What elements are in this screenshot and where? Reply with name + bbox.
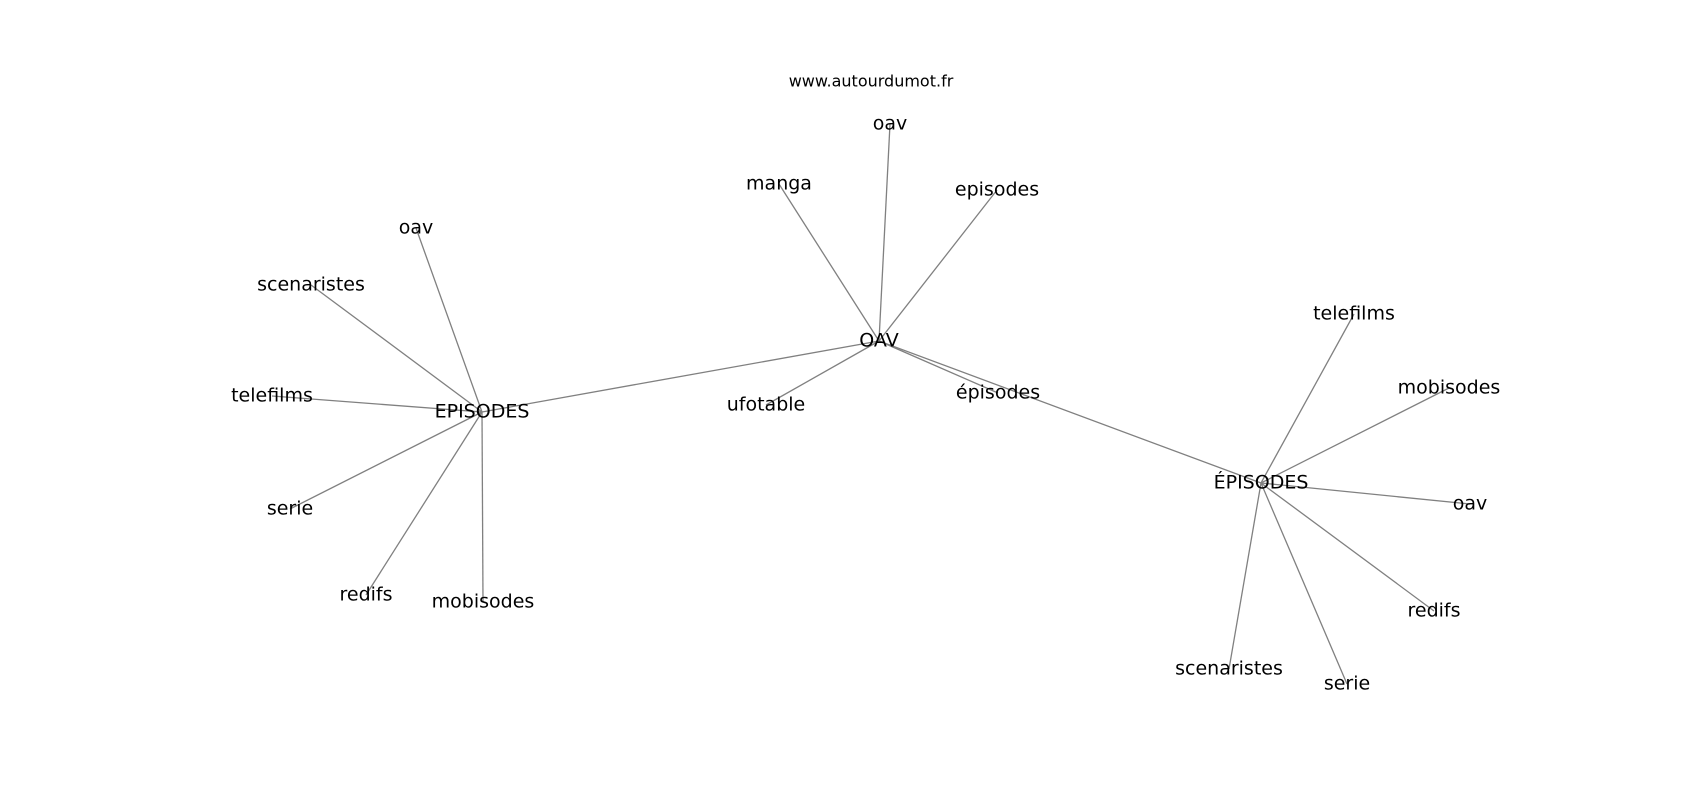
edge-oav_center-manga xyxy=(778,183,880,342)
node-l-serie: serie xyxy=(267,498,313,520)
nodes-layer: OAV EPISODES ÉPISODES oav manga episodes ufota… xyxy=(231,113,1500,695)
edge-episodes_left-l_redifs xyxy=(365,411,483,596)
node-l-mobisodes: mobisodes xyxy=(432,591,535,613)
node-episodes-accent: épisodes xyxy=(956,382,1040,404)
edge-episodes_left-l_serie xyxy=(289,411,483,510)
edge-oav_center-episodes_right xyxy=(878,340,1262,484)
node-l-redifs: redifs xyxy=(339,584,392,606)
node-manga: manga xyxy=(746,173,812,195)
edge-oav_center-episodes_left xyxy=(481,340,880,413)
node-episodes-right: ÉPISODES xyxy=(1214,471,1309,494)
node-episodes-left: EPISODES xyxy=(435,401,530,423)
node-r-redifs: redifs xyxy=(1407,600,1460,622)
edges-layer xyxy=(271,123,1471,685)
node-l-oav: oav xyxy=(399,217,434,239)
node-oav-top: oav xyxy=(873,113,908,135)
node-l-telefilms: telefilms xyxy=(231,385,313,407)
node-episodes-top: episodes xyxy=(955,179,1039,201)
node-r-telefilms: telefilms xyxy=(1313,303,1395,325)
edge-episodes_right-r_scenaristes xyxy=(1228,482,1262,670)
edge-episodes_right-r_redifs xyxy=(1260,482,1435,612)
edge-episodes_left-l_telefilms xyxy=(271,395,483,413)
edge-episodes_right-r_telefilms xyxy=(1260,313,1355,484)
edge-episodes_right-r_mobisodes xyxy=(1260,387,1450,484)
node-ufotable: ufotable xyxy=(727,394,805,416)
edge-episodes_right-r_serie xyxy=(1260,482,1348,685)
edge-episodes_right-r_oav xyxy=(1260,482,1471,505)
node-oav-center: OAV xyxy=(859,330,898,352)
node-r-mobisodes: mobisodes xyxy=(1398,377,1501,399)
node-r-scenaristes: scenaristes xyxy=(1175,658,1283,680)
edge-oav_center-episodes_top xyxy=(878,189,998,342)
node-r-serie: serie xyxy=(1324,673,1370,695)
node-l-scenaristes: scenaristes xyxy=(257,274,365,296)
edge-episodes_left-l_scenaristes xyxy=(310,284,483,413)
edge-oav_center-episodes_accent xyxy=(878,340,999,394)
node-r-oav: oav xyxy=(1453,493,1488,515)
edge-oav_center-oav_top xyxy=(878,123,891,342)
edge-episodes_left-l_mobisodes xyxy=(481,411,484,603)
edge-oav_center-ufotable xyxy=(765,340,880,406)
edge-episodes_left-l_oav xyxy=(415,227,483,413)
source-watermark: www.autourdumot.fr xyxy=(789,72,954,91)
